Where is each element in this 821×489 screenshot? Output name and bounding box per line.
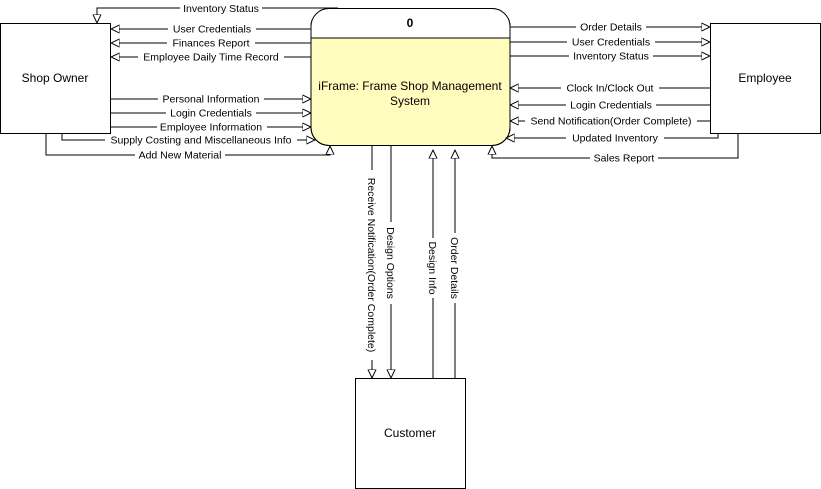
flow-emp-clock: Clock In/Clock Out — [510, 82, 710, 95]
flow-label: User Credentials — [173, 24, 251, 36]
flow-emp-login-credentials: Login Credentials — [510, 99, 710, 112]
shop-owner-label: Shop Owner — [22, 71, 89, 85]
process-number: 0 — [407, 16, 414, 30]
flow-label: Design Info — [426, 241, 438, 294]
flow-emp-sales-report: Sales Report — [492, 133, 739, 165]
flow-label: Order Details — [580, 22, 642, 34]
flow-cust-receive-notification: Receive Notification(Order Complete) — [365, 146, 378, 378]
flow-owner-finances-report: Finances Report — [111, 37, 311, 50]
flow-label: Updated Inventory — [572, 133, 659, 145]
flow-owner-user-credentials: User Credentials — [111, 23, 311, 36]
flow-label: Receive Notification(Order Complete) — [365, 178, 377, 352]
flow-owner-add-material: Add New Material — [45, 133, 330, 162]
flow-cust-order-details: Order Details — [448, 150, 461, 378]
flow-owner-inventory-status: Inventory Status — [97, 2, 338, 23]
flow-emp-order-details: Order Details — [510, 21, 710, 34]
flow-label: Login Credentials — [570, 100, 652, 112]
flow-emp-updated-inventory: Updated Inventory — [506, 132, 719, 145]
employee-label: Employee — [738, 71, 792, 85]
flow-label: Add New Material — [139, 150, 222, 162]
flow-emp-send-notification: Send Notification(Order Complete) — [510, 115, 710, 128]
flow-label: Employee Information — [160, 122, 262, 134]
process-name-line2: System — [390, 94, 430, 108]
flow-label: Inventory Status — [573, 51, 649, 63]
customer-label: Customer — [384, 426, 436, 440]
flow-emp-inventory-status: Inventory Status — [510, 50, 710, 63]
flow-emp-user-credentials: User Credentials — [510, 36, 710, 49]
flow-label: Login Credentials — [170, 108, 252, 120]
process-name-line1: iFrame: Frame Shop Management — [318, 79, 502, 93]
flow-cust-design-info: Design Info — [426, 150, 439, 378]
flow-label: User Credentials — [572, 37, 650, 49]
flow-label: Order Details — [448, 237, 460, 299]
flow-owner-login-credentials: Login Credentials — [111, 107, 311, 120]
flow-label: Supply Costing and Miscellaneous Info — [111, 135, 292, 147]
shop-owner-entity: Shop Owner — [0, 23, 111, 134]
process-node: 0 iFrame: Frame Shop Management System — [310, 8, 511, 146]
flow-label: Employee Daily Time Record — [143, 52, 279, 64]
flow-cust-design-options: Design Options — [384, 146, 397, 378]
employee-entity: Employee — [710, 23, 821, 134]
flow-owner-personal-information: Personal Information — [111, 93, 311, 106]
flow-label: Finances Report — [172, 38, 249, 50]
flow-label: Inventory Status — [183, 3, 259, 15]
flow-owner-employee-information: Employee Information — [111, 121, 311, 134]
flow-label: Personal Information — [163, 94, 260, 106]
flow-label: Send Notification(Order Complete) — [530, 116, 691, 128]
customer-entity: Customer — [355, 378, 466, 489]
flow-owner-employee-time-record: Employee Daily Time Record — [111, 51, 311, 64]
flow-owner-supply-costing: Supply Costing and Miscellaneous Info — [61, 133, 315, 147]
flow-label: Clock In/Clock Out — [567, 83, 654, 95]
flow-label: Sales Report — [594, 153, 655, 165]
flow-label: Design Options — [384, 227, 396, 299]
